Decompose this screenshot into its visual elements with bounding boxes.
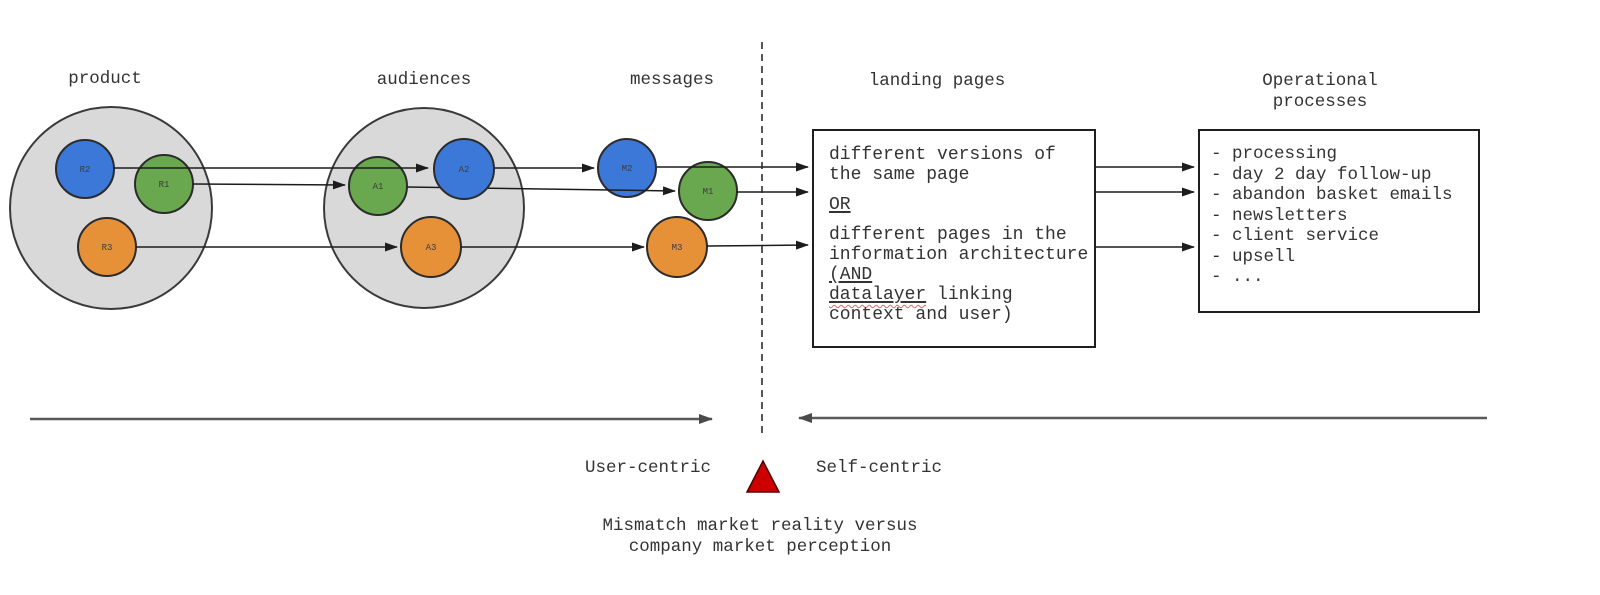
operational-title-line1: Operational bbox=[1262, 71, 1378, 91]
landing-option1-line2: the same page bbox=[829, 165, 970, 185]
landing-pages-box: different versions of the same page OR d… bbox=[812, 129, 1096, 348]
operational-item: - abandon basket emails bbox=[1211, 185, 1453, 205]
datalayer-underline: datalayer bbox=[829, 285, 926, 305]
mismatch-triangle-icon bbox=[745, 459, 781, 493]
flow-arrow-r1-a1 bbox=[192, 180, 346, 190]
node-r1-label: R1 bbox=[159, 180, 170, 190]
node-m1-circle bbox=[678, 161, 738, 221]
flow-arrow-m3-landing bbox=[706, 240, 809, 250]
datalayer-rest: linking bbox=[926, 285, 1013, 305]
landing-or-line: OR bbox=[829, 195, 1088, 215]
node-r2-label: R2 bbox=[80, 165, 91, 175]
column-title-product: product bbox=[68, 69, 142, 89]
operational-item: - client service bbox=[1211, 226, 1380, 246]
column-title-landing-pages: landing pages bbox=[868, 71, 1006, 91]
node-r2-circle bbox=[55, 139, 115, 199]
column-title-operational-processes: Operational processes bbox=[1262, 71, 1378, 112]
or-label: OR bbox=[829, 195, 851, 215]
operational-item: - processing bbox=[1211, 144, 1338, 164]
mismatch-caption-line1: Mismatch market reality versus bbox=[602, 516, 918, 536]
node-m2-circle bbox=[597, 138, 657, 198]
datalayer-word: datalayer bbox=[829, 285, 927, 305]
and-label: (AND bbox=[829, 265, 873, 285]
landing-option2-line1: different pages in the bbox=[829, 225, 1067, 245]
node-r3-label: R3 bbox=[102, 243, 113, 253]
node-a1-circle bbox=[348, 156, 408, 216]
landing-option1-line1: different versions of bbox=[829, 145, 1056, 165]
operational-title-line2: processes bbox=[1272, 91, 1368, 112]
audiences-cluster-circle bbox=[323, 107, 525, 309]
column-title-messages: messages bbox=[629, 70, 715, 90]
node-a3-label: A3 bbox=[426, 243, 437, 253]
operational-processes-box-content: - processing - day 2 day follow-up - aba… bbox=[1200, 131, 1478, 288]
node-m1-label: M1 bbox=[703, 187, 714, 197]
operational-item: - ... bbox=[1211, 267, 1264, 287]
node-a2-circle bbox=[433, 138, 495, 200]
landing-and-line: (AND bbox=[829, 265, 1088, 285]
node-a2-label: A2 bbox=[459, 165, 470, 175]
landing-pages-box-content: different versions of the same page OR d… bbox=[814, 131, 1094, 325]
landing-option2-line2: information architecture bbox=[829, 245, 1089, 265]
node-m3-label: M3 bbox=[672, 243, 683, 253]
column-title-audiences: audiences bbox=[376, 70, 472, 90]
operational-item: - newsletters bbox=[1211, 205, 1348, 226]
node-m2-label: M2 bbox=[622, 164, 633, 174]
operational-item: - day 2 day follow-up bbox=[1211, 164, 1432, 185]
landing-closing-line: context and user) bbox=[829, 305, 1013, 325]
self-centric-label: Self-centric bbox=[815, 458, 943, 478]
operational-processes-box: - processing - day 2 day follow-up - aba… bbox=[1198, 129, 1480, 313]
node-a1-label: A1 bbox=[373, 182, 384, 192]
operational-item: - upsell bbox=[1211, 246, 1296, 267]
mismatch-caption-line2: company market perception bbox=[628, 536, 892, 557]
landing-datalayer-line: datalayer linking bbox=[829, 285, 1088, 305]
mismatch-caption: Mismatch market reality versus company m… bbox=[602, 516, 917, 557]
node-m3-circle bbox=[646, 216, 708, 278]
user-centric-label: User-centric bbox=[584, 458, 712, 478]
